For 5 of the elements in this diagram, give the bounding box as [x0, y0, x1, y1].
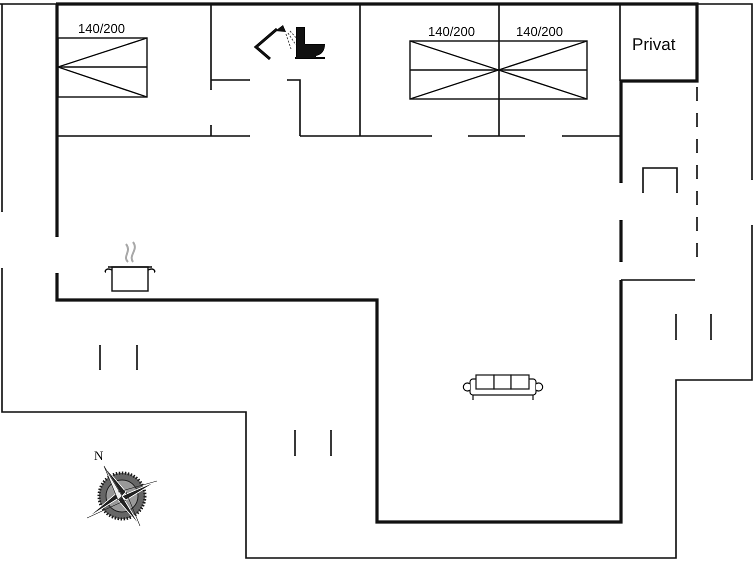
- bed-size-label: 140/200: [78, 22, 125, 35]
- bed-size-label: 140/200: [428, 25, 475, 38]
- room-label: Privat: [632, 36, 676, 53]
- bed-size-label: 140/200: [516, 25, 563, 38]
- north-label: N: [94, 449, 104, 462]
